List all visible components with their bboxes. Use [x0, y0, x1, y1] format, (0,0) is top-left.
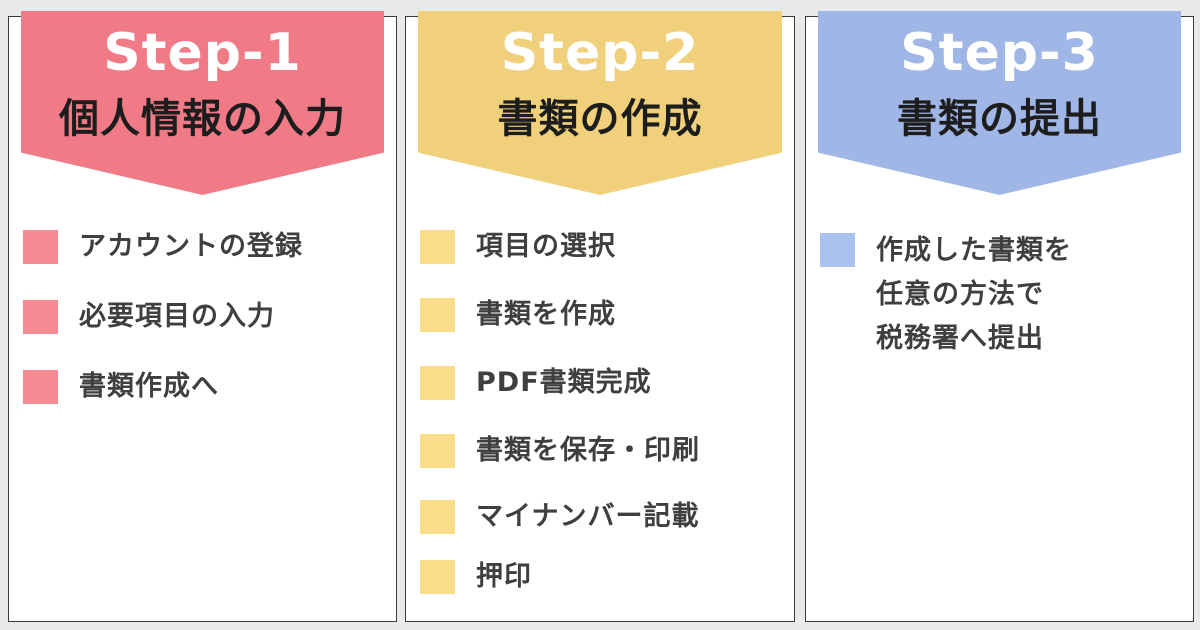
step-2-banner: Step-2 書類の作成 — [418, 11, 782, 195]
step-2-label: Step-2 — [500, 23, 700, 83]
list-item-label: アカウントの登録 — [79, 231, 303, 262]
step-2-panel: Step-2 書類の作成 項目の選択 書類を作成 PDF書類完成 書類を保存・印… — [405, 11, 795, 622]
list-item-label: 書類を作成 — [476, 299, 616, 330]
list-item: マイナンバー記載 — [420, 499, 786, 535]
list-item: 必要項目の入力 — [23, 299, 388, 335]
list-item-line: 任意の方法で — [876, 279, 1044, 310]
list-item: 書類作成へ — [23, 369, 388, 405]
list-item-label: 押印 — [476, 561, 532, 592]
step-2-title: 書類の作成 — [497, 96, 703, 142]
list-item-line: 作成した書類を — [876, 235, 1072, 266]
list-item: 作成した書類を 任意の方法で 税務署へ提出 — [820, 229, 1185, 361]
bullet-square-icon — [420, 366, 455, 400]
bullet-square-icon — [23, 230, 58, 264]
step-2-items: 項目の選択 書類を作成 PDF書類完成 書類を保存・印刷 マイナンバー記載 押印 — [420, 229, 786, 627]
step-3-panel: Step-3 書類の提出 作成した書類を 任意の方法で 税務署へ提出 — [805, 11, 1194, 622]
step-1-banner: Step-1 個人情報の入力 — [21, 11, 384, 195]
list-item-label: マイナンバー記載 — [476, 501, 700, 532]
list-item-label: 書類を保存・印刷 — [476, 435, 700, 466]
list-item: 押印 — [420, 559, 786, 595]
step-1-label: Step-1 — [103, 23, 302, 83]
step-1-items: アカウントの登録 必要項目の入力 書類作成へ — [23, 229, 388, 439]
list-item-label: 必要項目の入力 — [79, 301, 275, 332]
step-3-title: 書類の提出 — [897, 96, 1102, 142]
list-item-line: 税務署へ提出 — [876, 323, 1044, 354]
bullet-square-icon — [420, 434, 455, 468]
list-item-label: 項目の選択 — [476, 231, 616, 262]
step-1-title: 個人情報の入力 — [59, 96, 346, 142]
list-item-label: 書類作成へ — [79, 371, 219, 402]
list-item-label: PDF書類完成 — [476, 367, 652, 398]
list-item: 書類を保存・印刷 — [420, 433, 786, 469]
step-1-banner-shape — [21, 11, 384, 195]
list-item: アカウントの登録 — [23, 229, 388, 265]
step-3-banner-shape — [818, 11, 1181, 195]
list-item: 項目の選択 — [420, 229, 786, 265]
step-2-banner-shape — [418, 11, 782, 195]
bullet-square-icon — [420, 560, 455, 594]
bullet-square-icon — [820, 233, 855, 267]
step-3-items: 作成した書類を 任意の方法で 税務署へ提出 — [820, 229, 1185, 361]
step-3-label: Step-3 — [900, 23, 1099, 83]
bullet-square-icon — [23, 370, 58, 404]
step-1-panel: Step-1 個人情報の入力 アカウントの登録 必要項目の入力 書類作成へ — [8, 11, 397, 622]
step-3-banner: Step-3 書類の提出 — [818, 11, 1181, 195]
bullet-square-icon — [420, 500, 455, 534]
bullet-square-icon — [420, 230, 455, 264]
bullet-square-icon — [23, 300, 58, 334]
bullet-square-icon — [420, 298, 455, 332]
list-item: PDF書類完成 — [420, 365, 786, 401]
list-item: 書類を作成 — [420, 297, 786, 333]
